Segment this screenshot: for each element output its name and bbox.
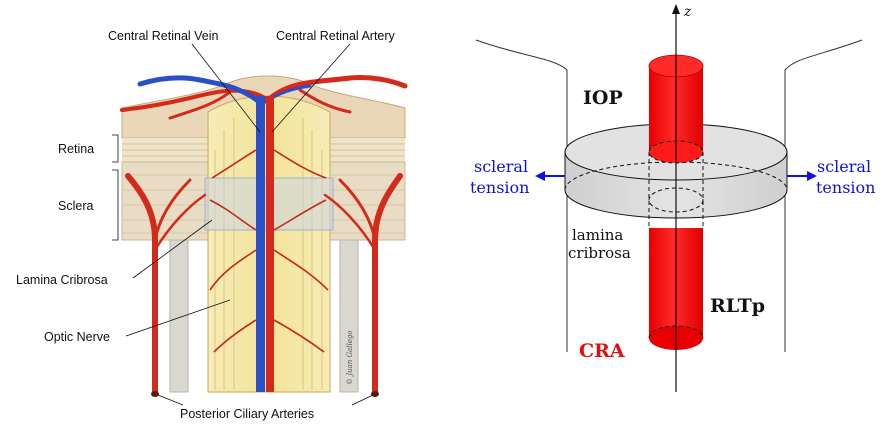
label-scleral-tension-left-2: tension bbox=[470, 178, 529, 197]
ciliary-artery-end-right bbox=[371, 391, 379, 397]
label-scleral-tension-left-1: scleral bbox=[474, 157, 528, 176]
model-panel: z IOP scleral tension scleral tension la… bbox=[470, 4, 875, 392]
label-cra: CRA bbox=[579, 340, 625, 362]
tension-arrow-left-head bbox=[535, 171, 545, 181]
label-lamina-cribrosa: Lamina Cribrosa bbox=[16, 273, 108, 287]
artist-signature: © Juan Gallego bbox=[346, 330, 354, 385]
label-cribrosa: cribrosa bbox=[568, 244, 631, 262]
central-retinal-artery bbox=[266, 96, 274, 392]
label-rltp: RLTp bbox=[710, 295, 765, 317]
label-posterior-ciliary-arteries: Posterior Ciliary Arteries bbox=[180, 407, 314, 421]
label-scleral-tension-right-2: tension bbox=[816, 178, 875, 197]
label-sclera: Sclera bbox=[58, 199, 93, 213]
z-axis-arrowhead bbox=[672, 4, 680, 14]
ciliary-artery-end-left bbox=[151, 391, 159, 397]
label-retina: Retina bbox=[58, 142, 94, 156]
label-central-retinal-vein: Central Retinal Vein bbox=[108, 29, 219, 43]
central-retinal-vein bbox=[256, 96, 265, 392]
label-iop: IOP bbox=[583, 87, 623, 109]
z-axis-label: z bbox=[683, 4, 692, 20]
anatomy-panel: © Juan Gallego Central Retinal Vein Cent… bbox=[16, 29, 405, 421]
tissue-column-left bbox=[170, 240, 188, 392]
label-scleral-tension-right-1: scleral bbox=[817, 157, 871, 176]
label-optic-nerve: Optic Nerve bbox=[44, 330, 110, 344]
label-central-retinal-artery: Central Retinal Artery bbox=[276, 29, 396, 43]
label-lamina: lamina bbox=[572, 226, 623, 244]
